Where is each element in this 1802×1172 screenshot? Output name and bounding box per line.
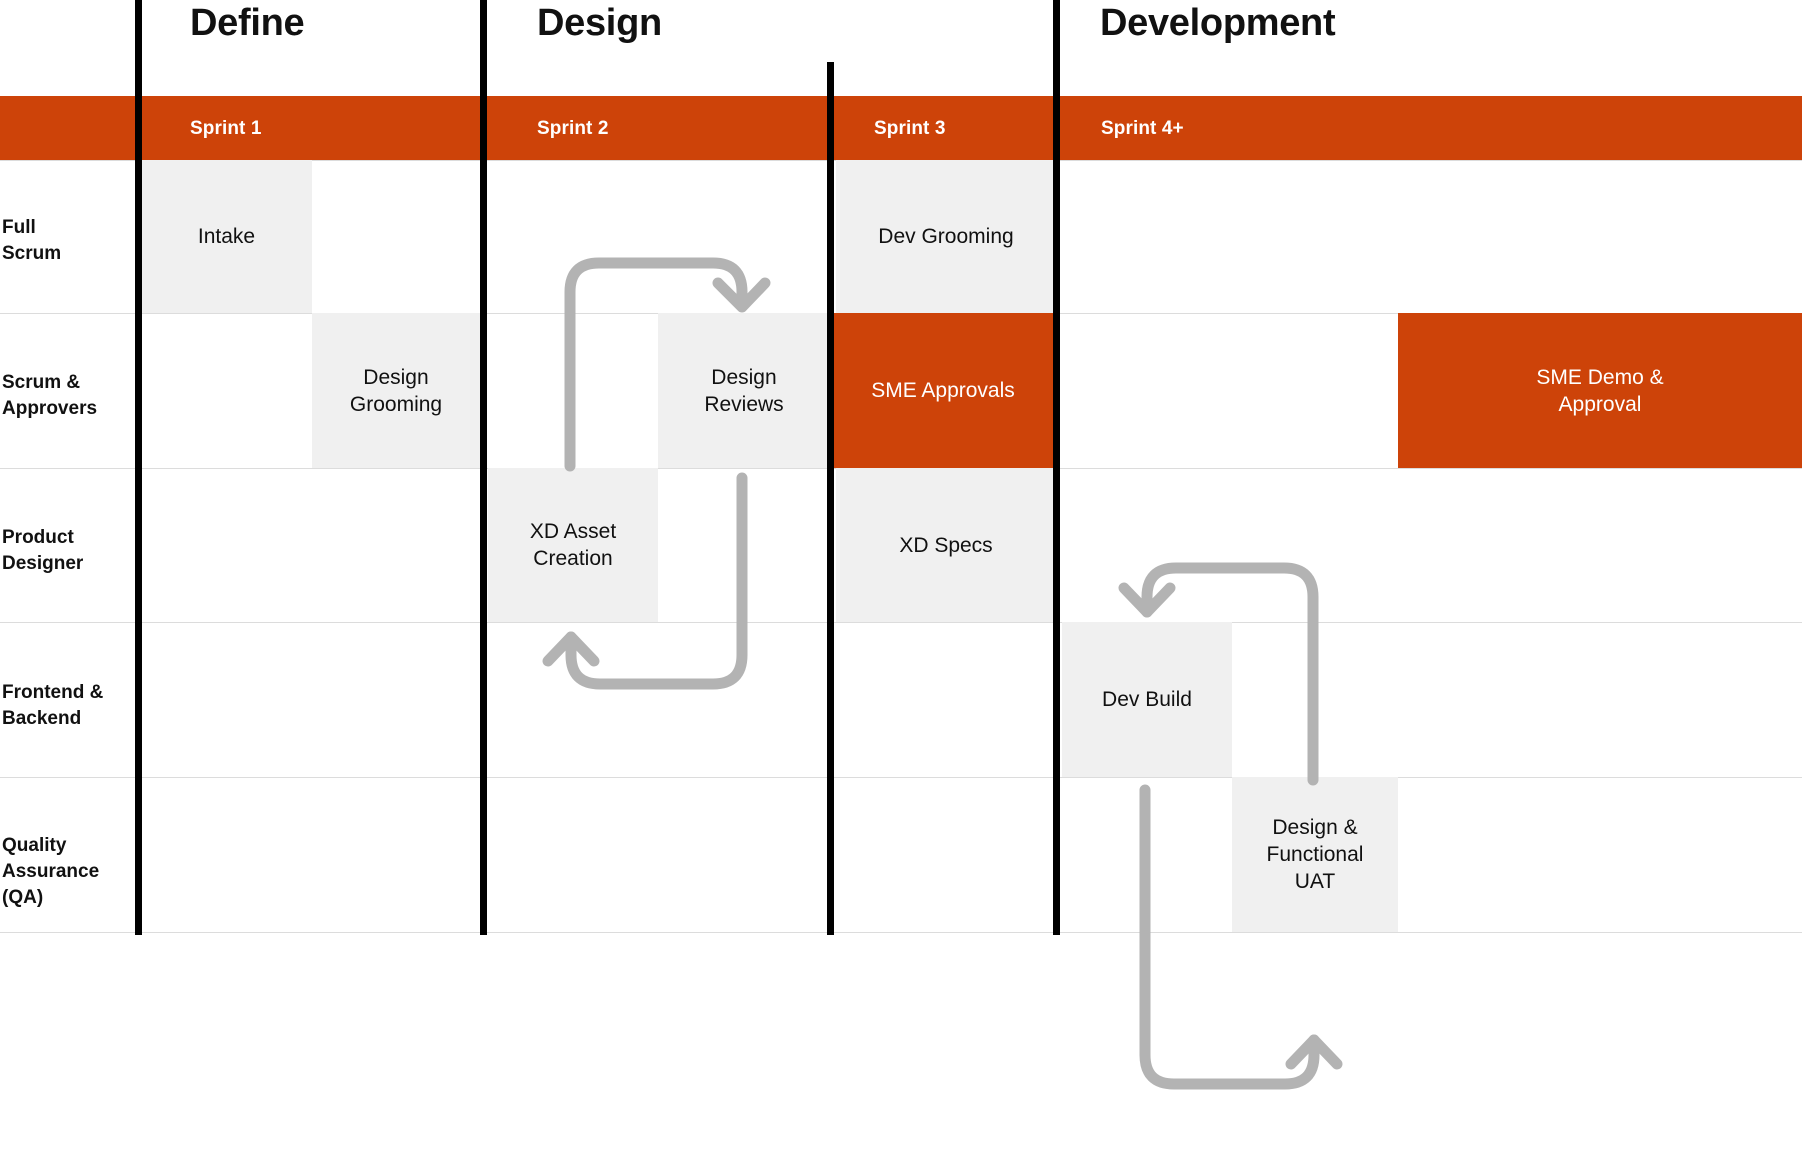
phase-divider-define-left — [135, 0, 142, 935]
task-cell-sme-demo-approval[interactable]: SME Demo & Approval — [1398, 313, 1802, 468]
sprint-label-4: Sprint 4+ — [1101, 118, 1184, 139]
row-label-scrum-approvers: Scrum & Approvers — [2, 372, 98, 419]
phase-title-design: Design — [537, 2, 662, 44]
task-cell-dev-build[interactable]: Dev Build — [1062, 622, 1232, 777]
sprint-label-1: Sprint 1 — [190, 118, 262, 139]
task-cell-sme-approvals[interactable]: SME Approvals — [830, 313, 1056, 468]
sprint-label-3: Sprint 3 — [874, 118, 946, 139]
task-cell-intake[interactable]: Intake — [141, 160, 312, 313]
task-cell-design-grooming[interactable]: Design Grooming — [312, 313, 480, 468]
row-separator — [0, 932, 1802, 933]
task-cell-design-reviews[interactable]: Design Reviews — [658, 313, 830, 468]
task-cell-design-functional-uat[interactable]: Design & Functional UAT — [1232, 777, 1398, 932]
sprint-label-2: Sprint 2 — [537, 118, 609, 139]
phase-title-development: Development — [1100, 2, 1336, 44]
phase-divider-design-sprint3 — [827, 62, 834, 935]
sprint-header-band — [0, 96, 1802, 160]
row-separator — [0, 777, 1802, 778]
phase-title-define: Define — [190, 2, 305, 44]
row-separator — [0, 622, 1802, 623]
task-cell-xd-asset-creation[interactable]: XD Asset Creation — [488, 468, 658, 622]
phase-divider-design-development — [1053, 0, 1060, 935]
phase-divider-define-design — [480, 0, 487, 935]
task-cell-dev-grooming[interactable]: Dev Grooming — [836, 160, 1056, 313]
row-label-frontend-backend: Frontend & Backend — [2, 682, 104, 729]
row-label-quality-assurance: Quality Assurance (QA) — [2, 835, 100, 908]
task-cell-xd-specs[interactable]: XD Specs — [836, 468, 1056, 622]
row-label-product-designer: Product Designer — [2, 527, 84, 574]
row-label-full-scrum: Full Scrum — [2, 217, 62, 264]
